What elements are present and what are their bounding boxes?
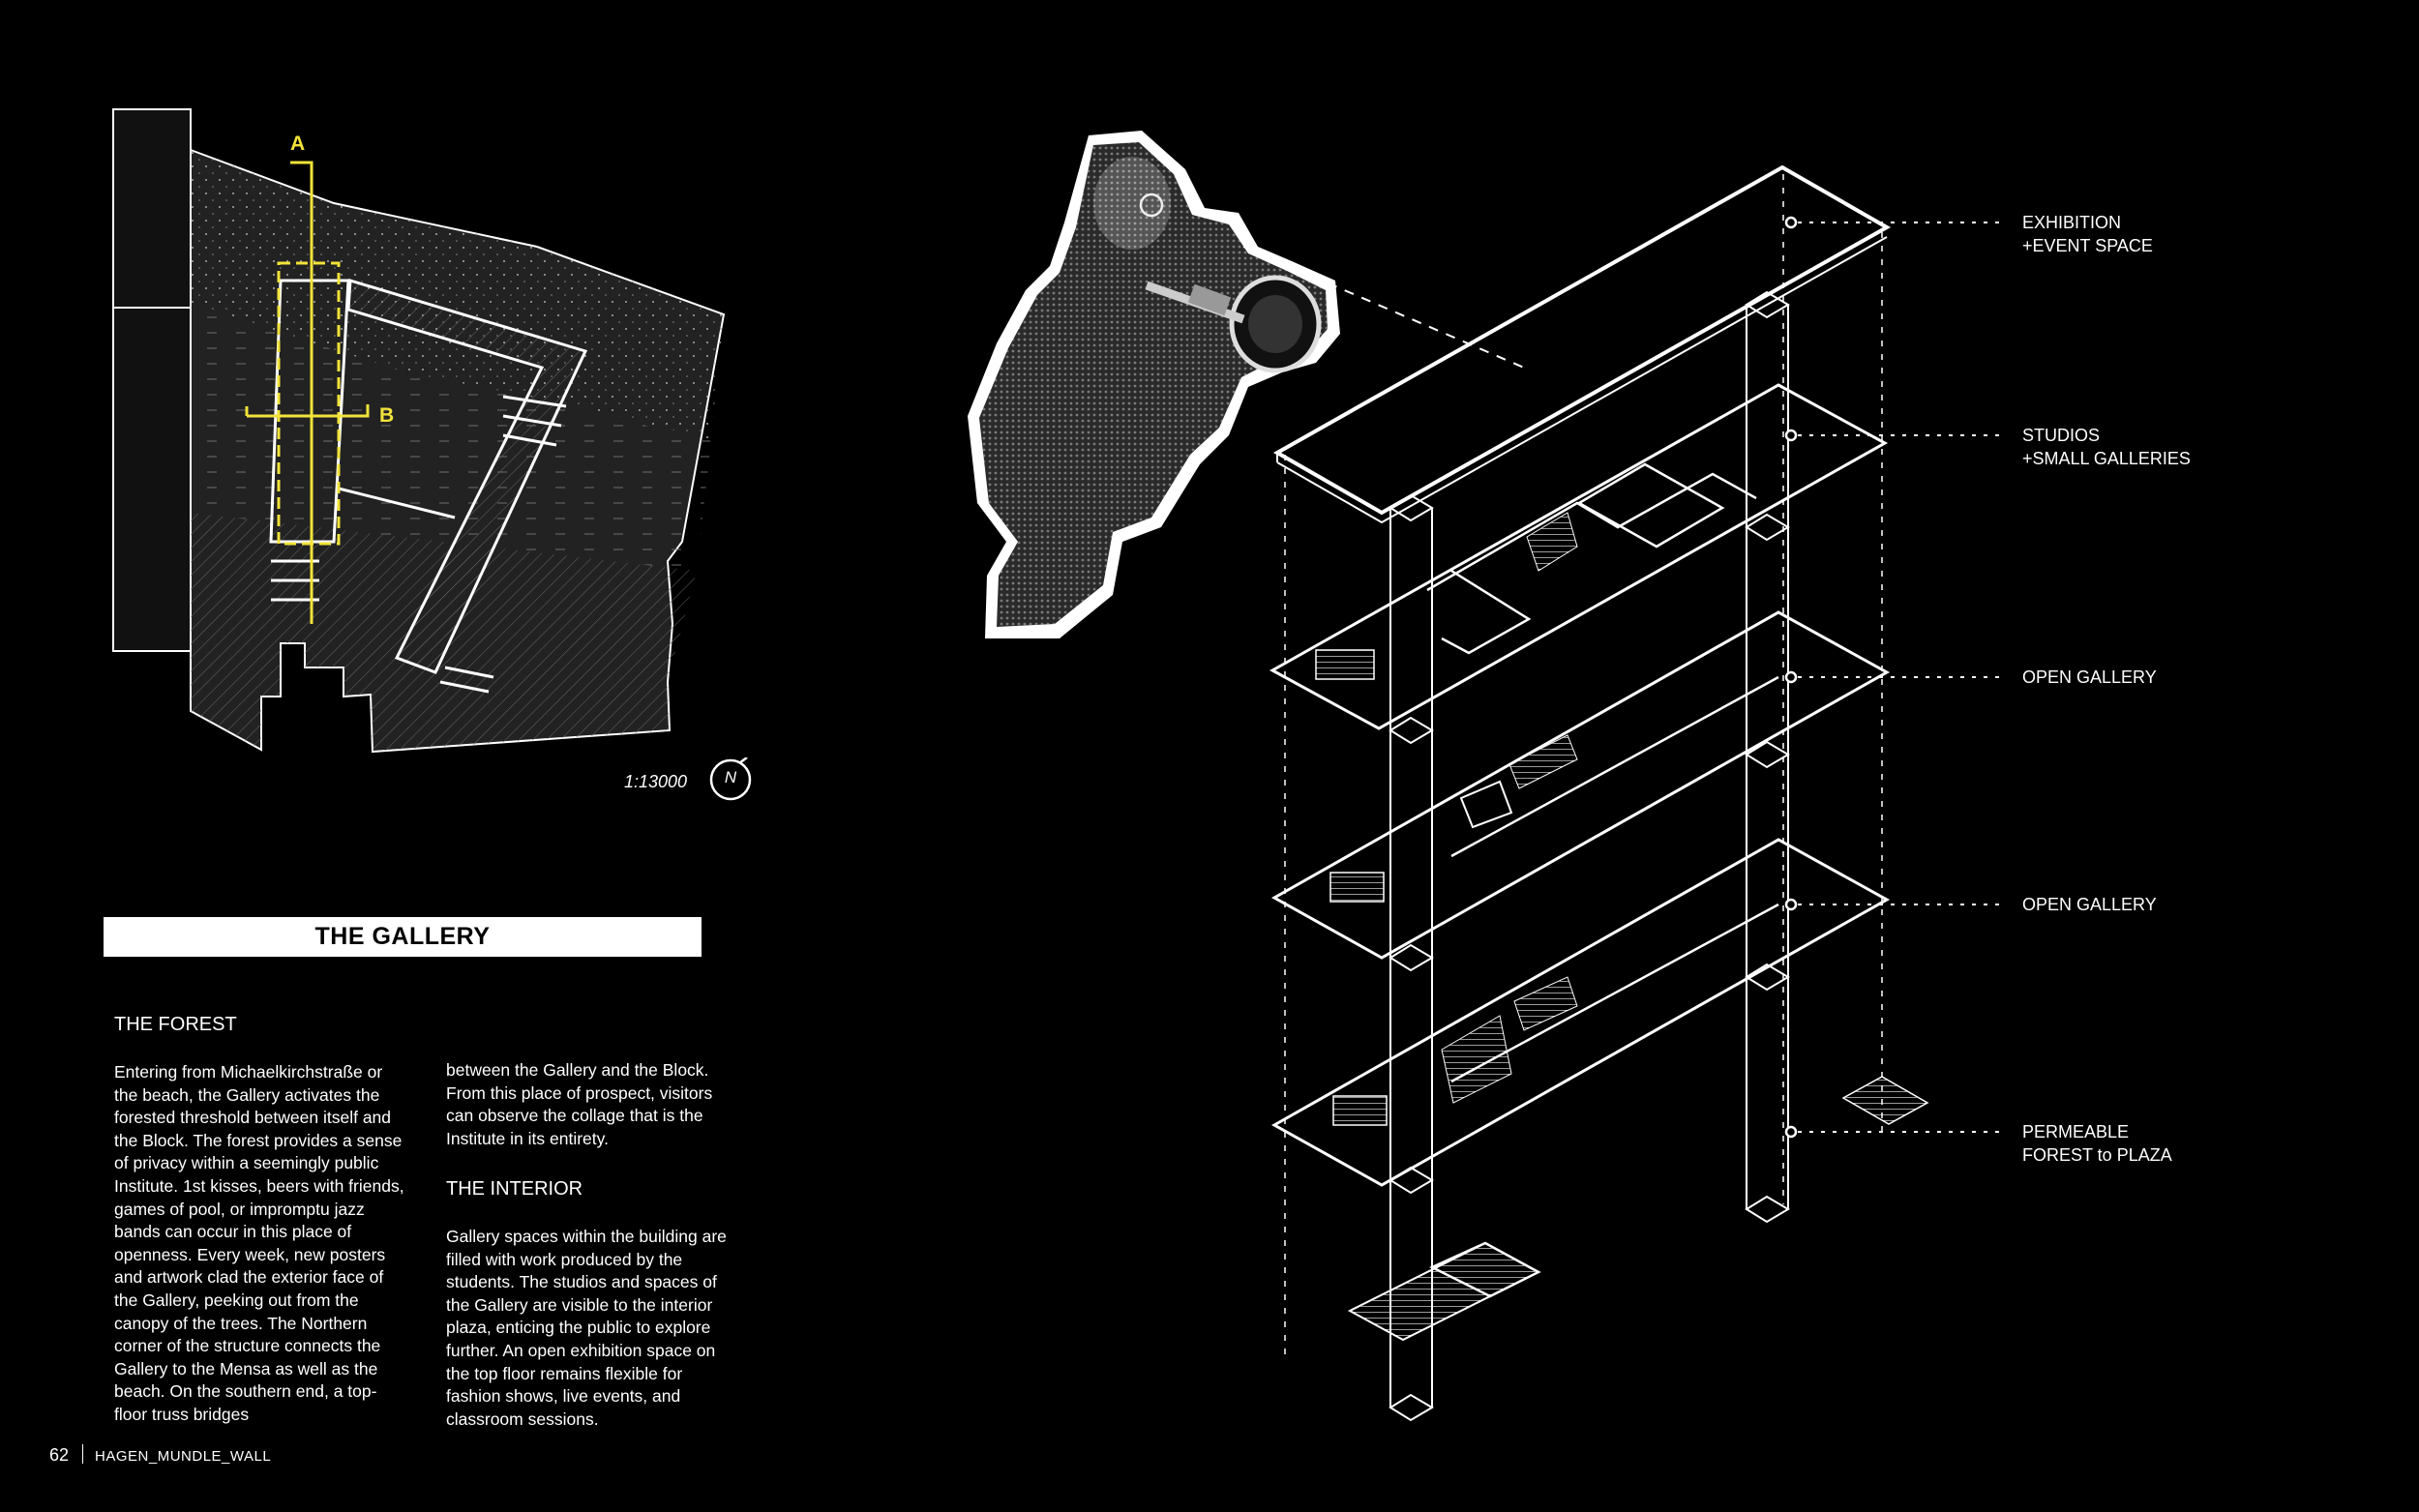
section-title-bar: THE GALLERY bbox=[104, 917, 702, 957]
interior-text: Gallery spaces within the building are f… bbox=[446, 1227, 727, 1429]
scale-label: 1:13000 bbox=[624, 772, 688, 791]
trumpet-player-cutout bbox=[968, 131, 1340, 638]
site-plan: A B bbox=[112, 108, 726, 754]
section-title: THE GALLERY bbox=[314, 923, 491, 950]
label-line: FOREST to PLAZA bbox=[2022, 1145, 2172, 1165]
section-b-label: B bbox=[379, 404, 394, 427]
label-line: OPEN GALLERY bbox=[2022, 667, 2157, 687]
forest-text-continued: between the Gallery and the Block. From … bbox=[446, 1060, 713, 1148]
label-line: +EVENT SPACE bbox=[2022, 236, 2153, 255]
axonometric-drawing bbox=[1242, 164, 2003, 1422]
north-label: N bbox=[724, 768, 737, 786]
section-a-label: A bbox=[290, 133, 305, 155]
label-studios: STUDIOS +SMALL GALLERIES bbox=[2022, 424, 2191, 470]
label-permeable-forest: PERMEABLE FOREST to PLAZA bbox=[2022, 1120, 2172, 1167]
label-open-gallery-upper: OPEN GALLERY bbox=[2022, 666, 2157, 689]
label-line: EXHIBITION bbox=[2022, 213, 2122, 232]
project-name: HAGEN_MUNDLE_WALL bbox=[95, 1448, 272, 1465]
label-line: +SMALL GALLERIES bbox=[2022, 449, 2191, 468]
forest-text: Entering from Michaelkirchstraße or the … bbox=[114, 1062, 404, 1424]
label-line: STUDIOS bbox=[2022, 426, 2101, 445]
page-footer: 62 HAGEN_MUNDLE_WALL bbox=[49, 1444, 271, 1466]
north-arrow-icon: N bbox=[708, 756, 753, 802]
label-open-gallery-lower: OPEN GALLERY bbox=[2022, 893, 2157, 916]
interior-heading: THE INTERIOR bbox=[446, 1178, 583, 1200]
label-line: PERMEABLE bbox=[2022, 1122, 2130, 1141]
label-line: OPEN GALLERY bbox=[2022, 895, 2157, 914]
forest-heading: THE FOREST bbox=[114, 1014, 237, 1035]
label-exhibition: EXHIBITION +EVENT SPACE bbox=[2022, 211, 2153, 257]
page-number: 62 bbox=[49, 1445, 70, 1465]
